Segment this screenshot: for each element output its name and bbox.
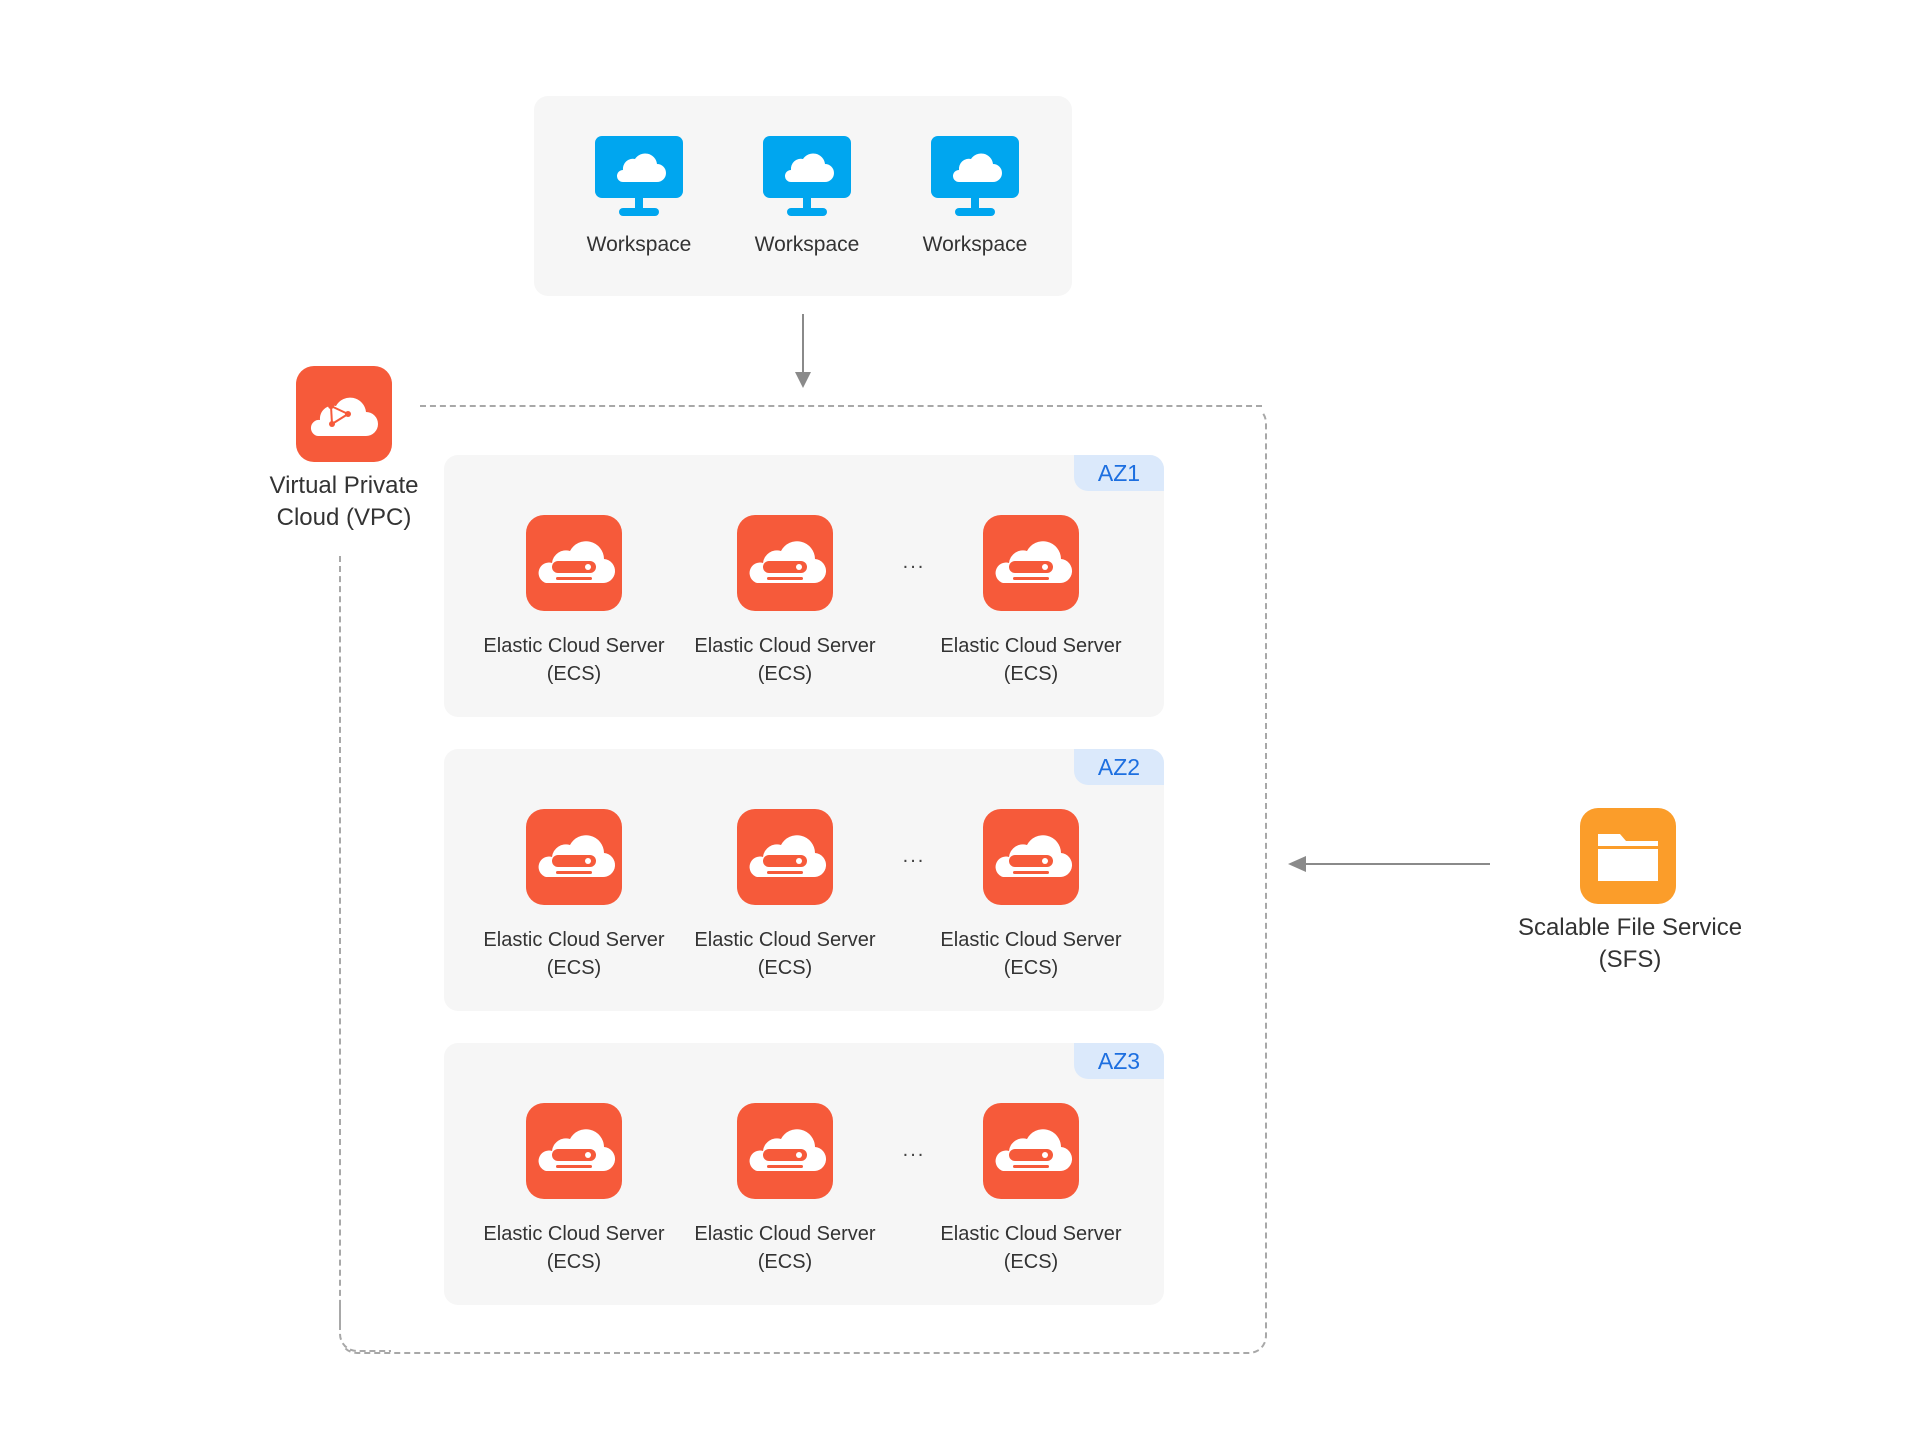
ecs-label: Elastic Cloud Server (ECS): [474, 632, 674, 688]
ecs-label-line2: (ECS): [1003, 663, 1059, 685]
ecs-label: Elastic Cloud Server (ECS): [685, 1220, 885, 1276]
ecs-label-line2: (ECS): [1003, 957, 1059, 979]
monitor-cloud-icon: [763, 136, 851, 216]
ellipsis: ...: [902, 1139, 926, 1161]
workspace-label: Workspace: [922, 233, 1028, 256]
workspace-node: Workspace: [905, 136, 1045, 257]
az-tag: AZ3: [1074, 1043, 1164, 1079]
ecs-label-line1: Elastic Cloud Server: [483, 929, 665, 951]
ecs-node: Elastic Cloud Server (ECS): [685, 809, 885, 982]
ecs-label-line1: Elastic Cloud Server: [940, 929, 1122, 951]
monitor-cloud-icon: [931, 136, 1019, 216]
ecs-label: Elastic Cloud Server (ECS): [474, 1220, 674, 1276]
ecs-label-line1: Elastic Cloud Server: [483, 635, 665, 657]
sfs-label: Scalable File Service (SFS): [1500, 912, 1760, 976]
az-tag: AZ2: [1074, 749, 1164, 785]
ecs-label-line2: (ECS): [757, 957, 813, 979]
vpc-label-line1: Virtual Private: [269, 472, 419, 499]
cloud-server-icon: [526, 1103, 622, 1199]
cloud-server-icon: [737, 809, 833, 905]
ecs-label-line1: Elastic Cloud Server: [483, 1223, 665, 1245]
cloud-server-icon: [526, 515, 622, 611]
ecs-label-line2: (ECS): [546, 663, 602, 685]
workspace-node: Workspace: [737, 136, 877, 257]
sfs-to-vpc-arrow: [1300, 863, 1490, 865]
cloud-server-icon: [737, 1103, 833, 1199]
ecs-node: Elastic Cloud Server (ECS): [474, 809, 674, 982]
ellipsis: ...: [902, 551, 926, 573]
vpc-label-line2: Cloud (VPC): [276, 504, 412, 531]
ecs-label: Elastic Cloud Server (ECS): [474, 926, 674, 982]
ecs-label: Elastic Cloud Server (ECS): [931, 926, 1131, 982]
vpc-boundary-corner: [339, 1300, 391, 1352]
ecs-node: Elastic Cloud Server (ECS): [685, 515, 885, 688]
ecs-label-line2: (ECS): [757, 1251, 813, 1273]
ecs-label-line1: Elastic Cloud Server: [694, 1223, 876, 1245]
sfs-label-line2: (SFS): [1598, 946, 1662, 973]
workspace-label: Workspace: [586, 233, 692, 256]
az-tag: AZ1: [1074, 455, 1164, 491]
ecs-node: Elastic Cloud Server (ECS): [931, 809, 1131, 982]
cloud-server-icon: [737, 515, 833, 611]
cloud-server-icon: [983, 1103, 1079, 1199]
workspace-label: Workspace: [754, 233, 860, 256]
arrow-down-icon: [795, 372, 811, 388]
cloud-server-icon: [983, 515, 1079, 611]
cloud-server-icon: [526, 809, 622, 905]
ecs-label-line2: (ECS): [546, 1251, 602, 1273]
ecs-node: Elastic Cloud Server (ECS): [685, 1103, 885, 1276]
vpc-boundary-top: [420, 405, 1262, 407]
workspace-node: Workspace: [569, 136, 709, 257]
sfs-label-line1: Scalable File Service: [1517, 914, 1743, 941]
vpc-label: Virtual Private Cloud (VPC): [244, 470, 444, 534]
ecs-label-line2: (ECS): [757, 663, 813, 685]
ecs-label-line2: (ECS): [546, 957, 602, 979]
workspace-to-vpc-arrow: [802, 314, 804, 374]
ecs-label: Elastic Cloud Server (ECS): [931, 632, 1131, 688]
ecs-node: Elastic Cloud Server (ECS): [474, 515, 674, 688]
ecs-node: Elastic Cloud Server (ECS): [931, 515, 1131, 688]
ecs-label-line1: Elastic Cloud Server: [694, 929, 876, 951]
ecs-label: Elastic Cloud Server (ECS): [685, 926, 885, 982]
cloud-network-icon: [296, 366, 392, 462]
arrow-left-icon: [1288, 856, 1306, 872]
sfs-node: [1580, 808, 1680, 909]
ecs-node: Elastic Cloud Server (ECS): [931, 1103, 1131, 1276]
cloud-server-icon: [983, 809, 1079, 905]
vpc-boundary-left: [339, 556, 341, 1326]
vpc-boundary: [339, 405, 1267, 1354]
vpc-node: [264, 366, 424, 467]
ellipsis: ...: [902, 845, 926, 867]
ecs-label: Elastic Cloud Server (ECS): [685, 632, 885, 688]
ecs-label-line1: Elastic Cloud Server: [940, 635, 1122, 657]
ecs-label-line1: Elastic Cloud Server: [694, 635, 876, 657]
ecs-label: Elastic Cloud Server (ECS): [931, 1220, 1131, 1276]
ecs-node: Elastic Cloud Server (ECS): [474, 1103, 674, 1276]
folder-icon: [1580, 808, 1676, 904]
ecs-label-line2: (ECS): [1003, 1251, 1059, 1273]
monitor-cloud-icon: [595, 136, 683, 216]
ecs-label-line1: Elastic Cloud Server: [940, 1223, 1122, 1245]
